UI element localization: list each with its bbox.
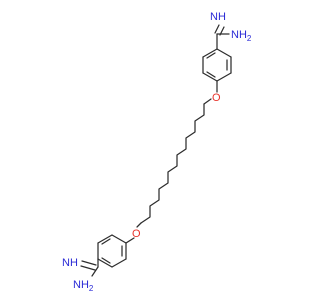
bottom-ring-bond-4 <box>97 258 113 268</box>
top-ether-linkage: O <box>203 80 221 105</box>
bottom-oxygen-label: O <box>132 228 141 240</box>
top-ring-bond-6 <box>202 48 218 58</box>
bottom-amine-nitrogen-label: NH2 <box>73 279 94 293</box>
alkyl-chain <box>140 103 205 224</box>
top-amidine-group: NH NH2 <box>210 11 252 50</box>
chain-zigzag <box>140 103 205 224</box>
top-oxygen-label: O <box>212 92 221 104</box>
bottom-amidine-group: NH NH2 <box>62 257 99 293</box>
top-ring-inner-double-2 <box>206 71 216 78</box>
top-amine-nitrogen-label: NH2 <box>231 29 252 43</box>
top-imine-double-bond-a <box>214 24 220 34</box>
bottom-ring-inner-double-2 <box>101 257 111 264</box>
bottom-ring-bond-2 <box>97 234 113 244</box>
bottom-ether-linkage: O <box>125 222 142 244</box>
structure-diagram: NH NH2 O O <box>62 11 252 293</box>
bottom-benzene-ring <box>97 234 127 268</box>
bottom-oxygen-to-ring-bond <box>125 237 135 244</box>
top-ring-inner-double-3 <box>206 52 216 59</box>
top-ring-bond-3 <box>216 72 232 82</box>
bottom-imine-nitrogen-label: NH <box>62 257 78 269</box>
top-oxygen-to-chain-bond <box>203 98 212 105</box>
top-benzene-ring <box>202 48 232 82</box>
bottom-imine-double-bond-b <box>80 265 96 271</box>
bottom-ring-bond-5 <box>111 258 127 268</box>
bottom-chain-to-oxygen-bond <box>136 222 142 228</box>
top-imine-nitrogen-label: NH <box>210 11 226 23</box>
molecule-canvas: NH NH2 O O <box>62 11 252 293</box>
bottom-ring-bond-1 <box>111 234 127 244</box>
bottom-amine-bond <box>91 266 99 277</box>
top-ring-bond-4 <box>202 72 218 82</box>
top-ring-bond-1 <box>216 48 232 58</box>
bottom-ring-inner-double-1 <box>101 238 111 245</box>
bottom-imine-double-bond-a <box>81 260 97 266</box>
